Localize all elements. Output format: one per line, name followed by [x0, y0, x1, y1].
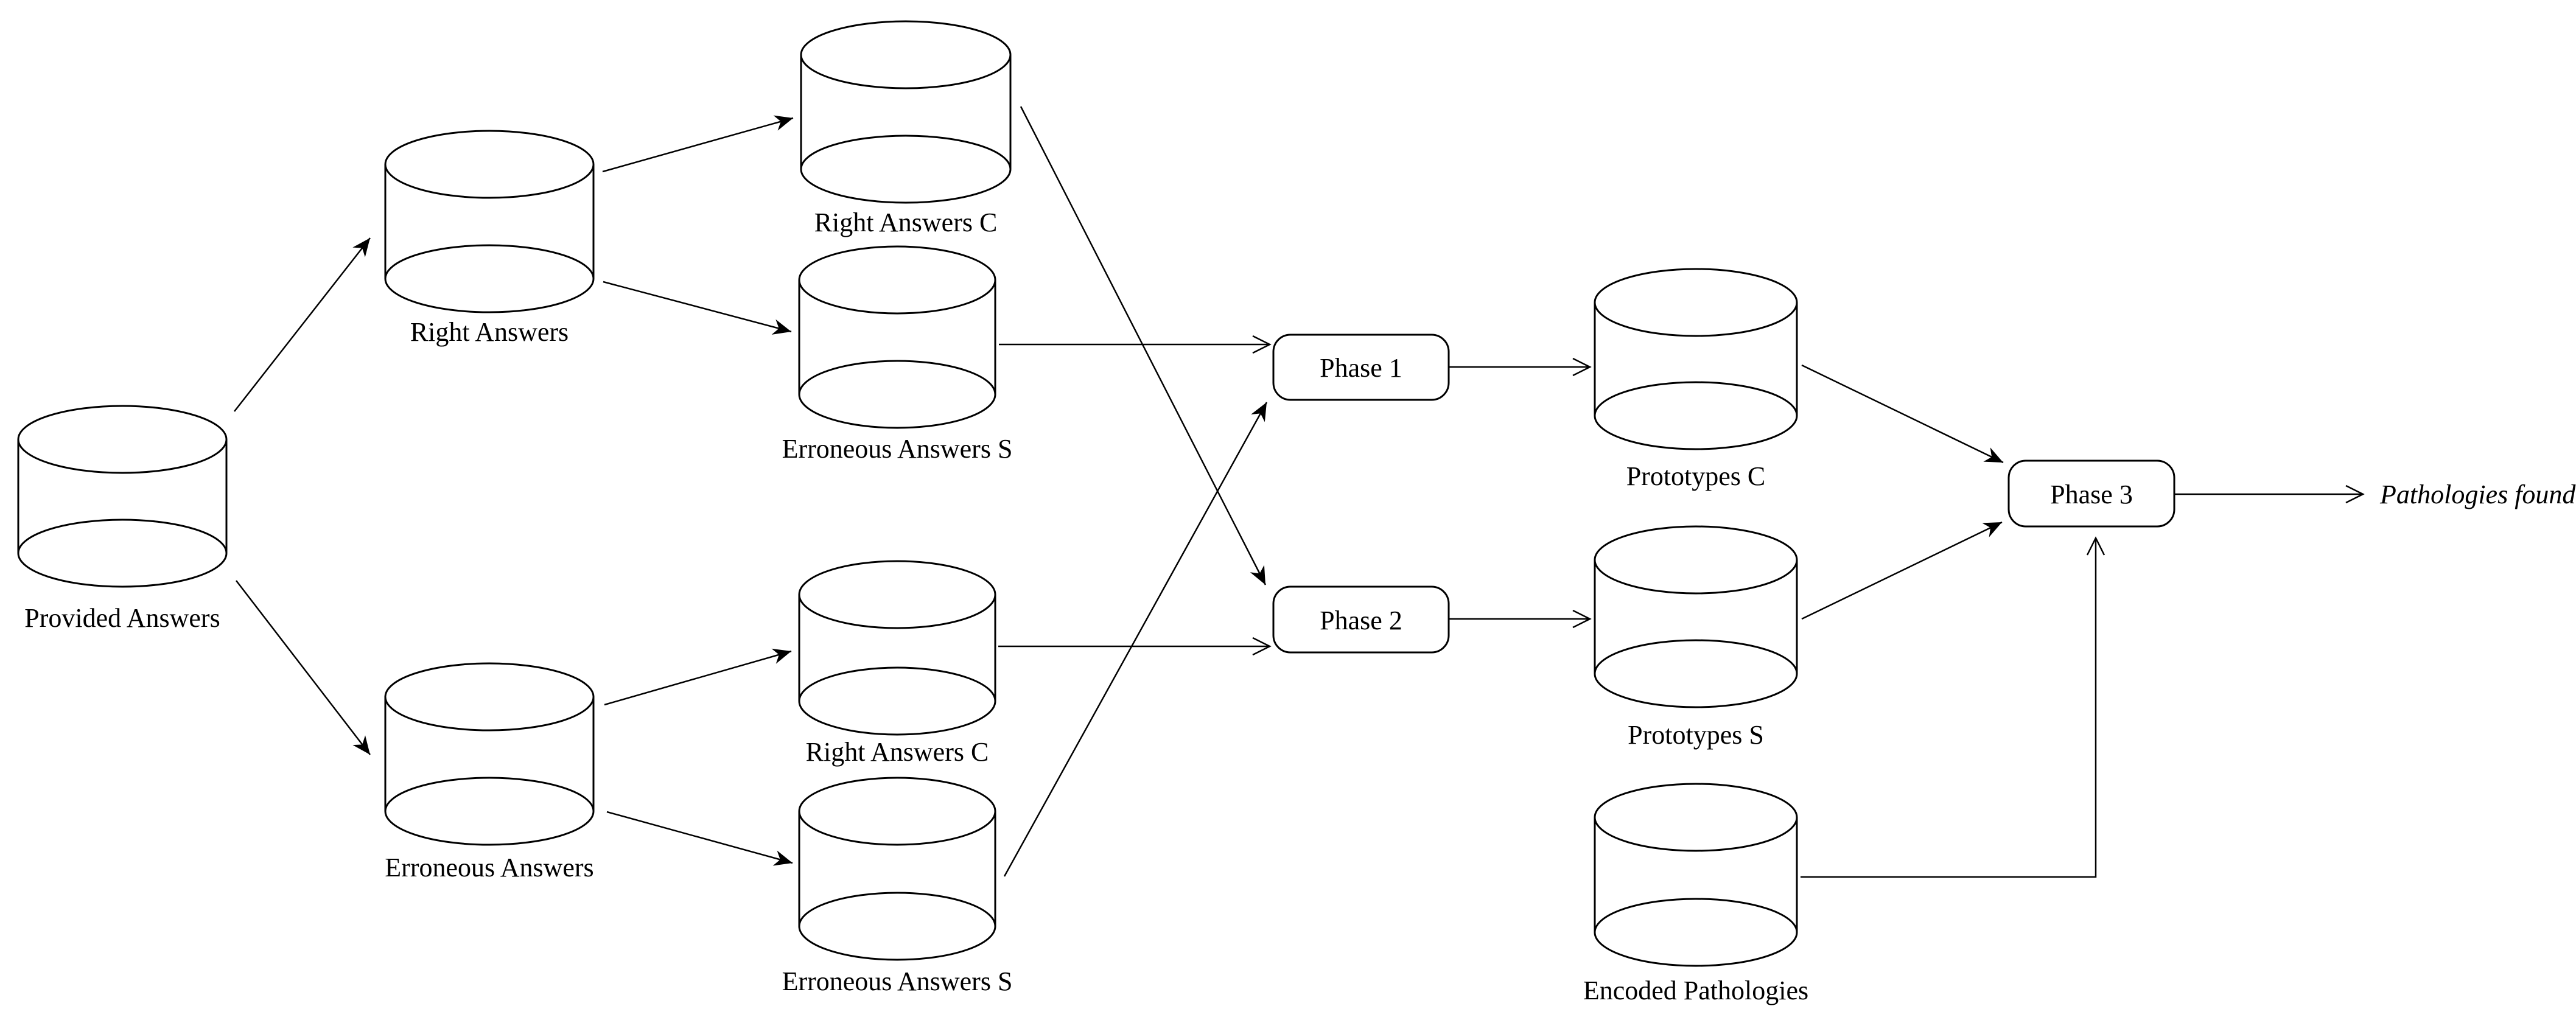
- arrow-right-answers-c-top-to-phase2: [1020, 106, 1267, 585]
- label-erroneous-answers-s-bottom: Erroneous Answers S: [782, 966, 1013, 996]
- label-right-answers: Right Answers: [410, 317, 569, 347]
- cylinder-erroneous-answers-s-top: [798, 245, 996, 429]
- arrow-right-answers-to-right-answers-c: [602, 115, 794, 173]
- phase-3-box: Phase 3: [2007, 459, 2175, 528]
- label-phase-3: Phase 3: [2050, 480, 2133, 509]
- label-erroneous-answers: Erroneous Answers: [385, 853, 593, 882]
- label-phase-2: Phase 2: [1320, 606, 1402, 635]
- arrow-erroneous-answers-to-right-answers-c: [604, 648, 792, 706]
- cylinder-right-answers-c-bottom: [798, 560, 996, 736]
- arrow-right-answers-to-erroneous-answers-s: [603, 281, 792, 335]
- label-pathologies-found: Pathologies found: [2379, 480, 2576, 509]
- cylinder-right-answers: [384, 130, 595, 313]
- cylinder-prototypes-c: [1594, 268, 1798, 450]
- label-encoded-pathologies: Encoded Pathologies: [1583, 976, 1808, 1005]
- cylinder-prototypes-s: [1594, 525, 1798, 708]
- edges: [234, 106, 2365, 878]
- phase-2-box: Phase 2: [1272, 585, 1450, 654]
- arrow-erroneous-answers-s-bottom-to-phase1: [1003, 402, 1268, 877]
- phase-1-box: Phase 1: [1272, 334, 1450, 401]
- arrow-provided-to-erroneous-answers: [236, 580, 371, 755]
- cylinder-provided-answers: [17, 405, 228, 588]
- label-erroneous-answers-s-top: Erroneous Answers S: [782, 434, 1013, 464]
- arrow-encoded-pathologies-to-phase3: [1801, 536, 2105, 878]
- arrow-prototypes-c-to-phase3: [1801, 364, 2004, 464]
- label-right-answers-c-bottom: Right Answers C: [806, 737, 989, 767]
- cylinder-right-answers-c-top: [800, 20, 1012, 204]
- arrow-provided-to-right-answers: [234, 237, 371, 412]
- label-right-answers-c-top: Right Answers C: [814, 208, 998, 237]
- label-provided-answers: Provided Answers: [24, 603, 220, 633]
- label-prototypes-s: Prototypes S: [1628, 720, 1764, 750]
- label-prototypes-c: Prototypes C: [1626, 461, 1766, 491]
- cylinder-erroneous-answers-s-bottom: [798, 777, 996, 961]
- label-phase-1: Phase 1: [1320, 353, 1402, 383]
- cylinder-encoded-pathologies: [1594, 783, 1798, 967]
- arrow-erroneous-answers-to-erroneous-answers-s: [606, 811, 793, 866]
- arrow-prototypes-s-to-phase3: [1801, 521, 2003, 620]
- cylinder-erroneous-answers: [384, 662, 595, 846]
